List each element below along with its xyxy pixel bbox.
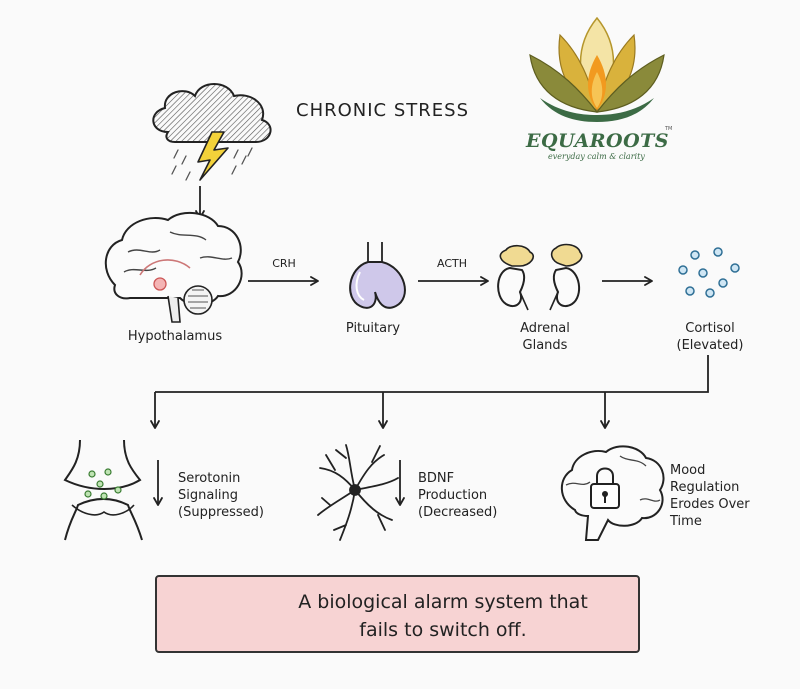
brand-trademark: TM <box>665 126 673 132</box>
diagram-title: CHRONIC STRESS <box>296 100 469 121</box>
node-label-pituitary: Pituitary <box>345 321 401 336</box>
neuron-icon <box>317 444 399 541</box>
lotus-logo-icon <box>529 16 665 122</box>
brand-name: EQUAROOTS <box>526 130 670 152</box>
effect-label-mood-line1: Mood <box>670 463 706 478</box>
brain-icon <box>104 211 243 323</box>
effect-label-serotonin-line2: Signaling <box>178 488 239 503</box>
effect-label-mood-line3: Erodes Over <box>670 497 750 512</box>
molecule-dots-icon <box>678 247 740 298</box>
effect-label-mood-line4: Time <box>670 514 702 529</box>
alarm-text: A biological alarm system that fails to … <box>263 588 623 644</box>
effect-label-bdnf-line2: Production <box>418 488 488 503</box>
edge-label-crh: CRH <box>272 257 296 270</box>
storm-cloud-icon <box>152 83 272 181</box>
synapse-icon <box>63 439 143 541</box>
effect-label-bdnf-line1: BDNF <box>418 471 455 486</box>
pituitary-gland-icon <box>349 242 406 309</box>
locked-brain-icon <box>560 445 665 541</box>
edge-label-acth: ACTH <box>436 257 467 270</box>
node-label-adrenal-line2: Glands <box>522 338 568 353</box>
effect-label-mood-line2: Regulation <box>670 480 740 495</box>
effect-label-serotonin-line3: (Suppressed) <box>178 505 264 520</box>
kidney-icon <box>497 243 583 311</box>
node-label-adrenal-line1: Adrenal <box>520 321 570 336</box>
brand-tagline: everyday calm & clarity <box>548 152 645 161</box>
effect-label-serotonin-line1: Serotonin <box>178 471 241 486</box>
node-label-hypothalamus: Hypothalamus <box>127 329 223 344</box>
alarm-text-line1: A biological alarm system that <box>298 591 588 613</box>
branch-connector <box>155 355 709 393</box>
alarm-callout-box <box>155 575 640 653</box>
effect-label-bdnf-line3: (Decreased) <box>418 505 498 520</box>
alarm-text-line2: fails to switch off. <box>359 619 527 641</box>
node-label-cortisol-line2: (Elevated) <box>676 338 744 353</box>
node-label-cortisol-line1: Cortisol <box>685 321 735 336</box>
